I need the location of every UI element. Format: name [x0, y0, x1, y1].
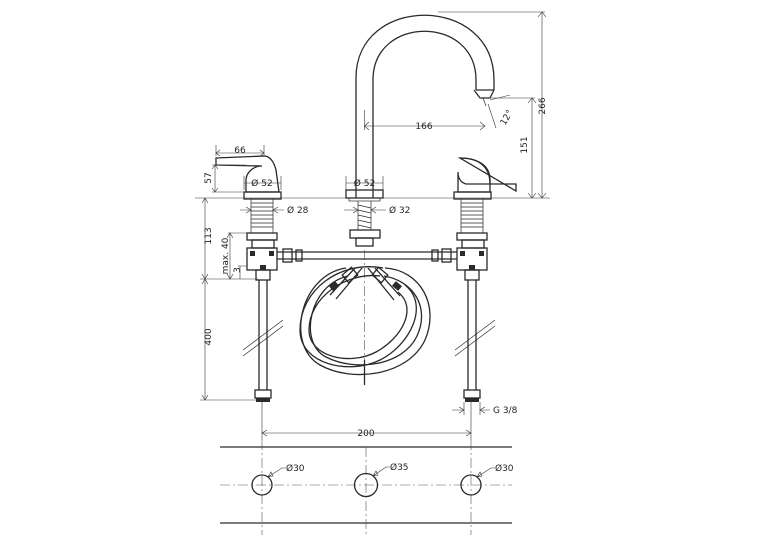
- label-spout-base-dia: Ø 52: [354, 178, 375, 189]
- right-deck-hole: [460, 474, 482, 496]
- spout: [355, 14, 495, 198]
- label-outlet-height: 151: [520, 136, 530, 153]
- break-marks: [242, 319, 496, 357]
- label-shank-length: 113: [204, 227, 214, 244]
- label-center-spacing: 200: [357, 429, 374, 439]
- label-spout-angle: 12°: [499, 109, 516, 128]
- label-max-thickness: max. 40: [221, 237, 231, 274]
- label-handle-base-dia: Ø 52: [251, 178, 272, 189]
- label-offset: 3: [233, 267, 243, 273]
- right-handle: [453, 157, 517, 200]
- dimension-lines: [195, 11, 550, 440]
- right-shank: [456, 198, 488, 402]
- spout-base: [345, 189, 384, 202]
- label-center-hole-dia: Ø35: [390, 462, 409, 473]
- left-deck-hole: [251, 474, 273, 496]
- label-thread: G 3/8: [493, 406, 518, 416]
- spout-shank: [349, 201, 381, 385]
- label-shank-dia-32: Ø 32: [389, 205, 410, 216]
- deck-plan: [220, 440, 512, 535]
- label-right-hole-dia: Ø30: [495, 463, 514, 474]
- label-left-hole-dia: Ø30: [286, 463, 305, 474]
- label-spout-reach: 166: [415, 122, 432, 132]
- hose-loop: [299, 266, 431, 376]
- label-shank-dia-28: Ø 28: [287, 205, 309, 216]
- label-total-height: 266: [538, 97, 548, 114]
- center-deck-hole: [353, 472, 379, 498]
- label-hose-length: 400: [204, 328, 214, 345]
- label-handle-height: 57: [204, 172, 214, 183]
- connection-pipe: [277, 248, 457, 263]
- left-handle: [215, 155, 282, 200]
- dimension-labels: 266 151 166 12° 66 57 Ø 52 Ø 52 Ø 28 Ø 3…: [204, 97, 548, 474]
- left-shank: [246, 198, 278, 402]
- label-handle-width: 66: [234, 146, 246, 156]
